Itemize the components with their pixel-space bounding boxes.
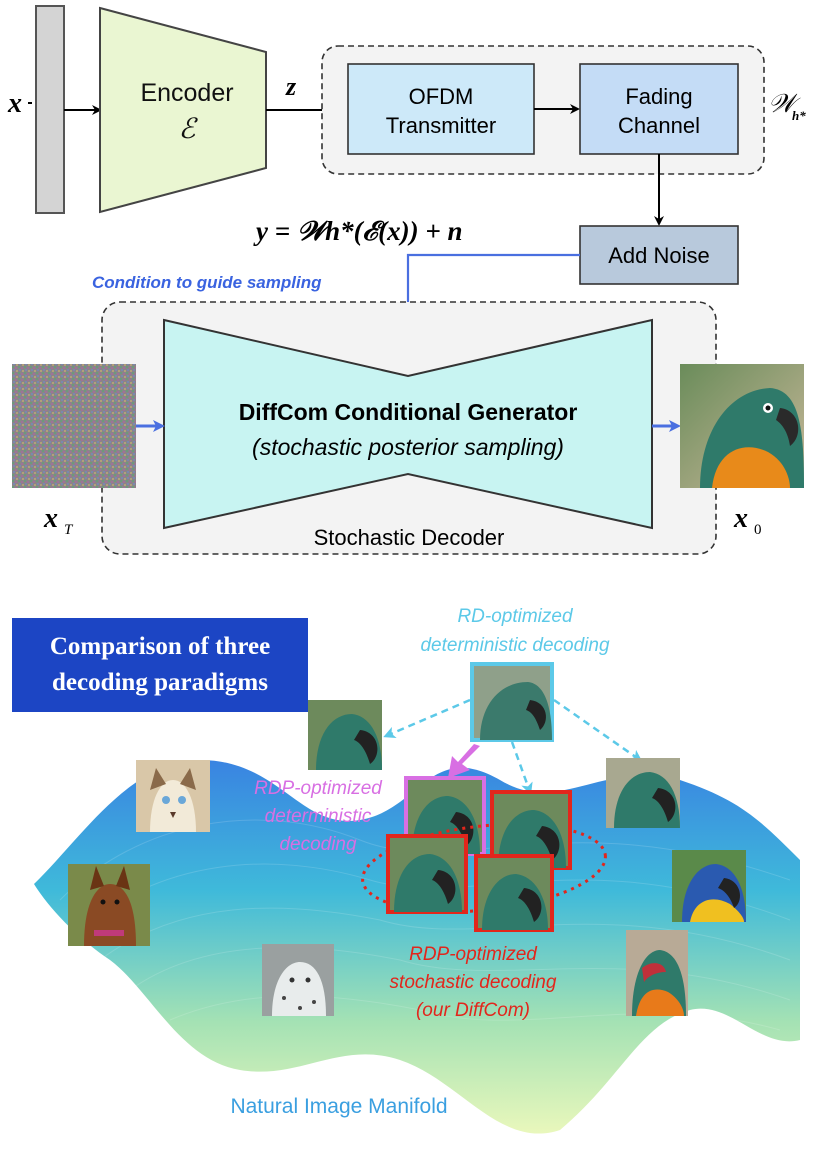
ofdm-line2: Transmitter — [386, 113, 496, 138]
x0-label: x — [733, 503, 748, 534]
rd-label-line2: deterministic decoding — [420, 635, 609, 656]
macaw-blue-image — [672, 850, 746, 922]
rdp-sto-line1: RDP-optimized — [409, 944, 538, 965]
fading-line2: Channel — [618, 113, 700, 138]
rd-arrow-right — [553, 698, 643, 762]
input-bar — [35, 5, 65, 214]
encoder-label: Encoder — [140, 79, 233, 107]
rdp-sto-line3: (our DiffCom) — [416, 1000, 530, 1021]
parrot-image-right — [606, 758, 680, 828]
latent-z-label: z — [285, 72, 297, 101]
rd-image — [470, 662, 554, 742]
rdp-det-line2: deterministic — [265, 806, 372, 827]
macaw-red-image — [626, 930, 688, 1016]
leopard-image — [262, 944, 334, 1016]
rdp-det-arrow — [448, 744, 480, 778]
encoder-shape — [99, 6, 267, 214]
generator-shape — [163, 318, 653, 530]
bottom-title-line1: Comparison of three — [50, 633, 270, 660]
input-x-label: x — [7, 88, 22, 119]
fading-line1: Fading — [625, 84, 692, 109]
rdp-det-line1: RDP-optimized — [254, 778, 383, 799]
add-noise-label: Add Noise — [608, 243, 710, 268]
rd-label-line1: RD-optimized — [457, 606, 574, 627]
rdp-sto-line2: stochastic decoding — [390, 972, 557, 993]
rd-arrow-left — [383, 698, 471, 738]
equation: y = 𝒲h*(ℰ(x)) + n — [253, 216, 463, 246]
x0-sub: 0 — [754, 522, 762, 538]
generator-subtitle: (stochastic posterior sampling) — [252, 434, 564, 460]
noise-image — [12, 364, 136, 488]
xT-label: x — [43, 503, 58, 534]
encoder-symbol: ℰ — [179, 114, 199, 145]
dog-image — [68, 864, 150, 946]
rd-arrow-down — [510, 741, 533, 795]
rdp-sto-image-2 — [386, 834, 468, 914]
xT-sub: T — [64, 522, 74, 538]
add-noise-box — [579, 225, 739, 285]
parrot-image-left — [308, 700, 382, 770]
bottom-title-box — [12, 618, 308, 712]
output-parrot-image — [680, 364, 804, 488]
manifold-surface — [34, 760, 800, 1134]
generator-title: DiffCom Conditional Generator — [239, 399, 578, 425]
ofdm-line1: OFDM — [409, 84, 474, 109]
condition-label: Condition to guide sampling — [92, 273, 322, 292]
rdp-det-line3: decoding — [279, 834, 357, 855]
ofdm-box — [347, 63, 535, 155]
decoder-label: Stochastic Decoder — [314, 525, 505, 550]
manifold-label: Natural Image Manifold — [230, 1095, 447, 1118]
fading-box — [579, 63, 739, 155]
rdp-sto-image-3 — [474, 854, 554, 932]
cat-image — [136, 760, 210, 832]
channel-group-sub: h* — [792, 108, 806, 123]
bottom-title-line2: decoding paradigms — [52, 669, 268, 696]
